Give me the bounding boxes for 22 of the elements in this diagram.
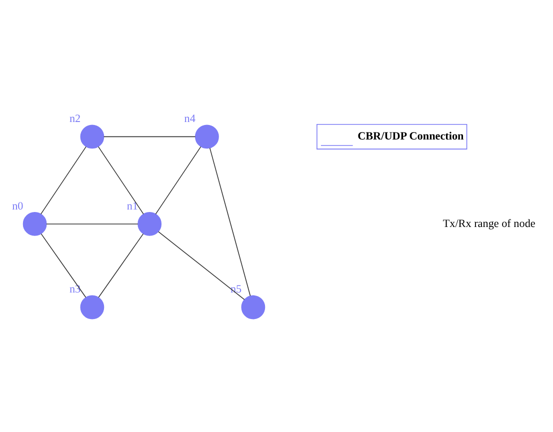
node-label: n5 (230, 284, 242, 296)
legend-label: CBR/UDP Connection (358, 130, 464, 142)
connector (40, 146, 86, 214)
node-circle (241, 295, 266, 320)
connector (158, 231, 245, 300)
connector (155, 146, 202, 214)
connector (103, 136, 196, 138)
node-label: n2 (69, 113, 81, 126)
connector (209, 148, 251, 296)
node-circle (80, 124, 104, 149)
node-label: n3 (69, 284, 81, 296)
connector (98, 146, 144, 214)
node-circle (22, 212, 47, 236)
node-label: n0 (12, 200, 24, 212)
node-circle (138, 212, 162, 236)
node-label: n1 (126, 200, 138, 212)
connector (40, 233, 86, 298)
connector (98, 233, 144, 298)
node-label: n4 (184, 113, 196, 126)
node-circle (195, 124, 219, 149)
label: Tx/Rx range of node (442, 218, 536, 230)
node-circle (80, 295, 104, 320)
